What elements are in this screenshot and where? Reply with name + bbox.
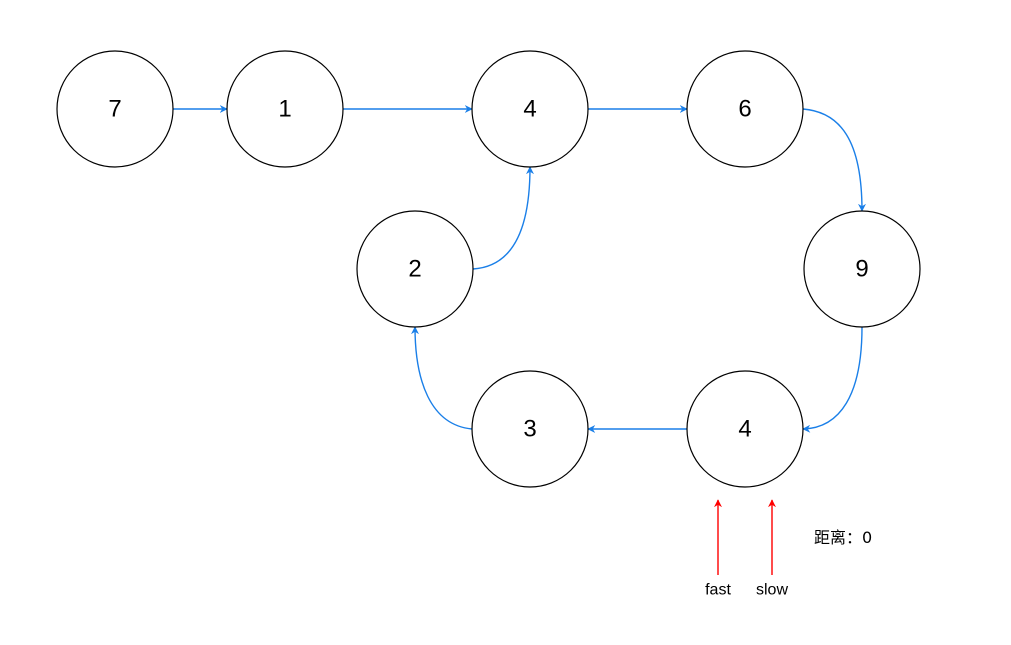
node-circle [803,210,921,328]
node-label: 3 [523,416,536,443]
node-n7: 7 [56,50,174,168]
node-circle [686,50,804,168]
slow-pointer-label: slow [756,582,788,599]
distance-label: 距离： [814,528,862,547]
node-circle [56,50,174,168]
node-label: 4 [738,416,751,443]
node-n1: 1 [226,50,344,168]
nodes-layer: 7 1 4 6 9 4 3 2 [56,50,921,488]
edge-n3-n2 [411,326,473,430]
fast-pointer-label: fast [705,582,731,599]
node-circle [226,50,344,168]
node-label: 1 [278,96,291,123]
node-label: 9 [855,256,868,283]
node-n6: 6 [686,50,804,168]
node-label: 7 [108,96,121,123]
node-n3: 3 [471,370,589,488]
edge-n6-n9 [802,108,866,212]
distance-readout: 距离：0 [814,528,872,547]
pointers-layer: fast slow [705,499,788,599]
node-circle [471,370,589,488]
node-circle [686,370,804,488]
node-label: 4 [523,96,536,123]
edge-n9-n4b [802,326,863,433]
node-circle [356,210,474,328]
node-circle [471,50,589,168]
edge-n2-n4a [472,166,534,270]
edges-layer [173,105,866,433]
node-label: 2 [408,256,421,283]
node-n9: 9 [803,210,921,328]
node-n4a: 4 [471,50,589,168]
distance-value: 0 [862,528,872,547]
node-n4b: 4 [686,370,804,488]
node-label: 6 [738,96,751,123]
node-n2: 2 [356,210,474,328]
